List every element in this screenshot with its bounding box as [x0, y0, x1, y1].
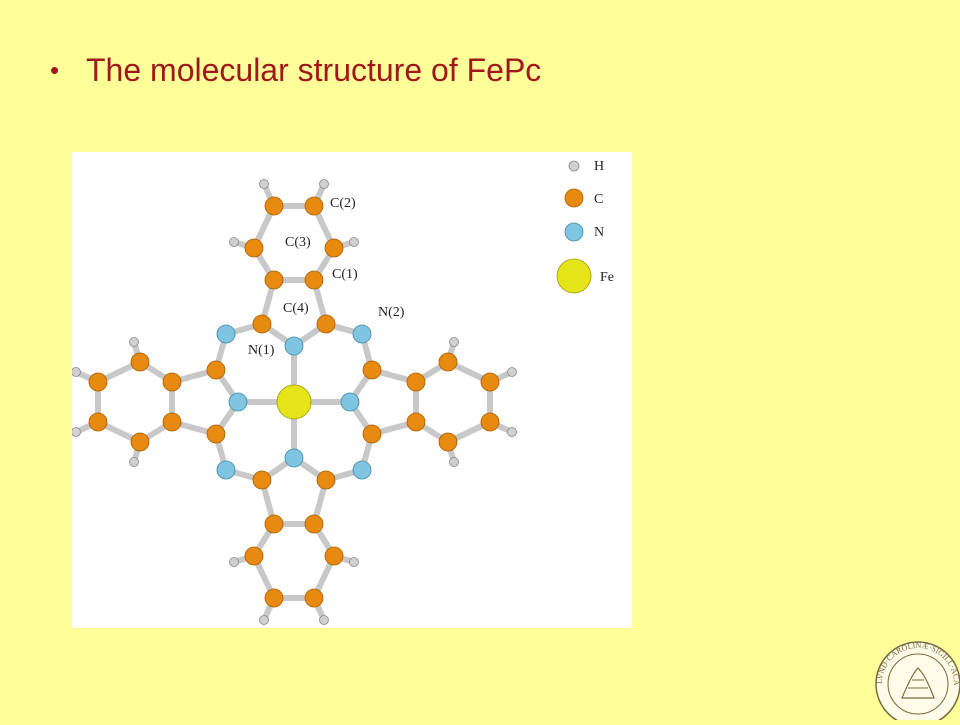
carbon-atom: [480, 372, 500, 392]
hydrogen-atom: [507, 367, 517, 377]
carbon-atom: [264, 514, 284, 534]
legend: H C N Fe: [556, 159, 614, 294]
hydrogen-atom: [72, 427, 81, 437]
carbon-atom: [304, 588, 324, 608]
carbon-atom: [244, 546, 264, 566]
legend-fe-label: Fe: [600, 270, 614, 285]
nitrogen-atom: [216, 324, 236, 344]
nitrogen-atom: [228, 392, 248, 412]
atoms: [72, 179, 517, 625]
label-c4: C(4): [283, 301, 309, 316]
hydrogen-atom: [349, 557, 359, 567]
carbon-atom: [362, 424, 382, 444]
carbon-atom: [264, 196, 284, 216]
hydrogen-atom: [449, 337, 459, 347]
carbon-atom: [406, 372, 426, 392]
legend-hydrogen-marker: [568, 160, 580, 172]
seal-logo: LVND·CAROLINÆ·SIGILL·ACAD·RVMQVE: [868, 631, 960, 725]
hydrogen-atom: [449, 457, 459, 467]
carbon-atom: [252, 314, 272, 334]
slide-title: • The molecular structure of FePc: [50, 52, 541, 89]
carbon-atom: [362, 360, 382, 380]
carbon-atom: [88, 372, 108, 392]
hydrogen-atom: [349, 237, 359, 247]
carbon-atom: [438, 432, 458, 452]
hydrogen-atom: [507, 427, 517, 437]
carbon-atom: [206, 360, 226, 380]
carbon-atom: [480, 412, 500, 432]
label-c3: C(3): [285, 235, 311, 250]
label-n2: N(2): [378, 305, 405, 320]
nitrogen-atom: [352, 324, 372, 344]
nitrogen-atom: [284, 448, 304, 468]
hydrogen-atom: [229, 557, 239, 567]
legend-c-label: C: [594, 192, 603, 207]
carbon-atom: [244, 238, 264, 258]
hydrogen-atom: [129, 337, 139, 347]
label-n1: N(1): [248, 343, 275, 358]
carbon-atom: [304, 514, 324, 534]
nitrogen-atom: [352, 460, 372, 480]
university-seal: LVND·CAROLINÆ·SIGILL·ACAD·RVMQVE: [868, 631, 960, 725]
carbon-atom: [130, 352, 150, 372]
carbon-atom: [316, 314, 336, 334]
carbon-atom: [316, 470, 336, 490]
hydrogen-atom: [319, 615, 329, 625]
legend-iron-marker: [556, 258, 592, 294]
carbon-atom: [324, 238, 344, 258]
carbon-atom: [304, 196, 324, 216]
iron-atom: [276, 384, 312, 420]
label-c2: C(2): [330, 196, 356, 211]
hydrogen-atom: [319, 179, 329, 189]
label-c1: C(1): [332, 267, 358, 282]
hydrogen-atom: [72, 367, 81, 377]
carbon-atom: [162, 412, 182, 432]
carbon-atom: [130, 432, 150, 452]
title-text: The molecular structure of FePc: [86, 52, 542, 88]
hydrogen-atom: [259, 615, 269, 625]
carbon-atom: [162, 372, 182, 392]
carbon-atom: [264, 588, 284, 608]
carbon-atom: [88, 412, 108, 432]
nitrogen-atom: [340, 392, 360, 412]
legend-n-label: N: [594, 225, 604, 240]
hydrogen-atom: [259, 179, 269, 189]
carbon-atom: [406, 412, 426, 432]
legend-carbon-marker: [564, 188, 584, 208]
carbon-atom: [438, 352, 458, 372]
molecule-diagram: C(2) C(3) C(1) C(4) N(2) N(1) H C N Fe: [72, 159, 614, 625]
carbon-atom: [252, 470, 272, 490]
carbon-atom: [324, 546, 344, 566]
hydrogen-atom: [229, 237, 239, 247]
nitrogen-atom: [216, 460, 236, 480]
hydrogen-atom: [129, 457, 139, 467]
legend-h-label: H: [594, 159, 604, 174]
fepc-structure-figure: C(2) C(3) C(1) C(4) N(2) N(1) H C N Fe: [72, 152, 632, 628]
carbon-atom: [264, 270, 284, 290]
bullet: •: [50, 55, 60, 85]
carbon-atom: [304, 270, 324, 290]
nitrogen-atom: [284, 336, 304, 356]
legend-nitrogen-marker: [564, 222, 584, 242]
carbon-atom: [206, 424, 226, 444]
